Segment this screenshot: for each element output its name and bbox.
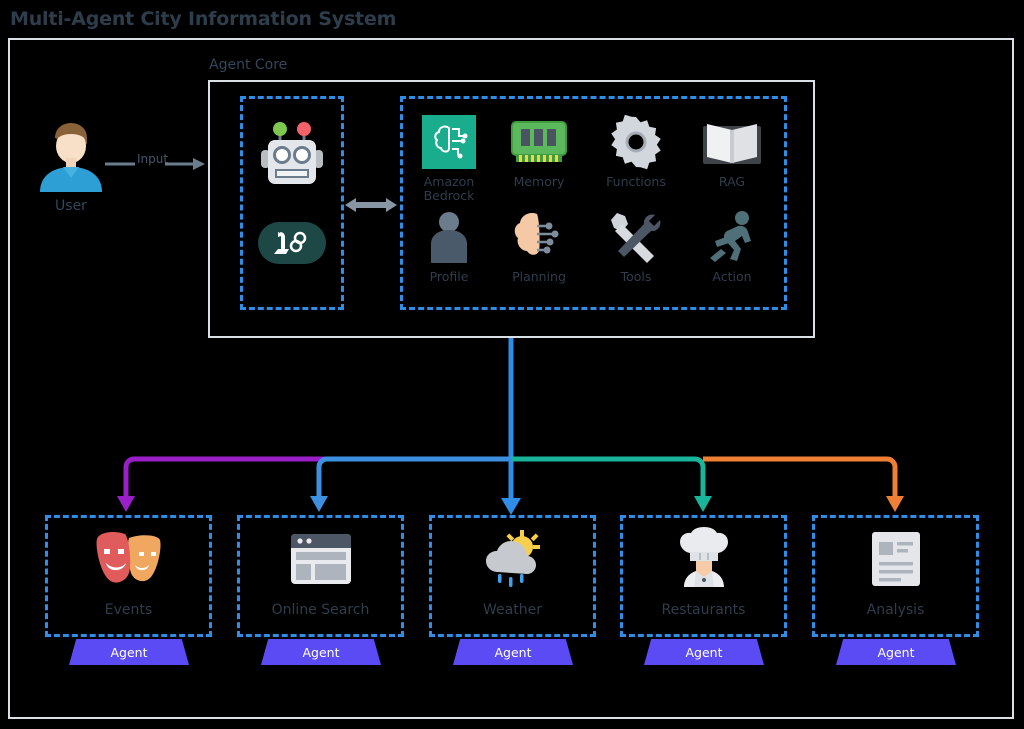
core-module-profile: Profile [403, 208, 495, 284]
agent-tag-weather: Agent [453, 639, 573, 665]
modules-dashed-box [400, 96, 787, 310]
module-label: RAG [718, 174, 746, 189]
theater-masks-icon [45, 528, 212, 590]
module-label: Memory [513, 174, 565, 189]
agent-label-analysis: Analysis [866, 602, 925, 618]
core-to-agents-connectors [0, 330, 1024, 530]
agent-label-weather: Weather [483, 602, 542, 618]
agent-card-weather[interactable] [429, 515, 596, 637]
core-module-memory: Memory [493, 113, 585, 189]
agent-card-restaurants[interactable] [620, 515, 787, 637]
agent-card-online-search[interactable] [237, 515, 404, 637]
module-label: Functions [606, 174, 666, 189]
core-module-amazon-bedrock: Amazon Bedrock [403, 113, 495, 203]
module-label-line1: Amazon [423, 174, 475, 189]
agent-label-restaurants: Restaurants [661, 602, 746, 618]
memory-ram-icon [493, 113, 585, 171]
agent-card-analysis[interactable] [812, 515, 979, 637]
amazon-bedrock-brain-icon [403, 113, 495, 171]
chef-icon [620, 527, 787, 590]
agent-tag-events: Agent [69, 639, 189, 665]
page-title: Multi-Agent City Information System [10, 8, 397, 30]
agent-label-events: Events [104, 602, 153, 618]
core-module-functions: Functions [590, 113, 682, 189]
core-module-action: Action [686, 208, 778, 284]
input-arrow-icon [105, 157, 205, 171]
agent-core-frame [208, 80, 815, 338]
core-module-tools: Tools [590, 208, 682, 284]
llm-panel-dashed-box [240, 96, 344, 310]
agent-card-events[interactable] [45, 515, 212, 637]
agent-label-online-search: Online Search [271, 602, 370, 618]
module-label-line2: Bedrock [423, 188, 475, 203]
system-frame [8, 38, 1014, 719]
person-icon [403, 208, 495, 266]
bidirectional-arrow-icon [345, 196, 397, 214]
input-label: Input [137, 152, 169, 166]
module-label: Action [712, 269, 752, 284]
user-avatar-icon [30, 120, 112, 192]
browser-window-icon [237, 528, 404, 590]
module-label: Tools [620, 269, 652, 284]
robot-icon [258, 122, 326, 188]
agent-tag-online-search: Agent [261, 639, 381, 665]
langchain-logo-icon [258, 222, 326, 264]
gear-icon [590, 113, 682, 171]
agent-core-label: Agent Core [209, 57, 288, 73]
document-report-icon [812, 528, 979, 590]
running-person-icon [686, 208, 778, 266]
agent-tag-restaurants: Agent [644, 639, 764, 665]
agent-tag-analysis: Agent [836, 639, 956, 665]
core-module-rag: RAG [686, 113, 778, 189]
wrench-screwdriver-icon [590, 208, 682, 266]
open-book-icon [686, 113, 778, 171]
brain-circuit-icon [493, 208, 585, 266]
core-module-planning: Planning [493, 208, 585, 284]
user-label: User [55, 198, 87, 214]
sun-rain-cloud-icon [429, 528, 596, 590]
user-node: User [30, 120, 112, 214]
module-label: Planning [512, 269, 566, 284]
module-label: Profile [429, 269, 469, 284]
